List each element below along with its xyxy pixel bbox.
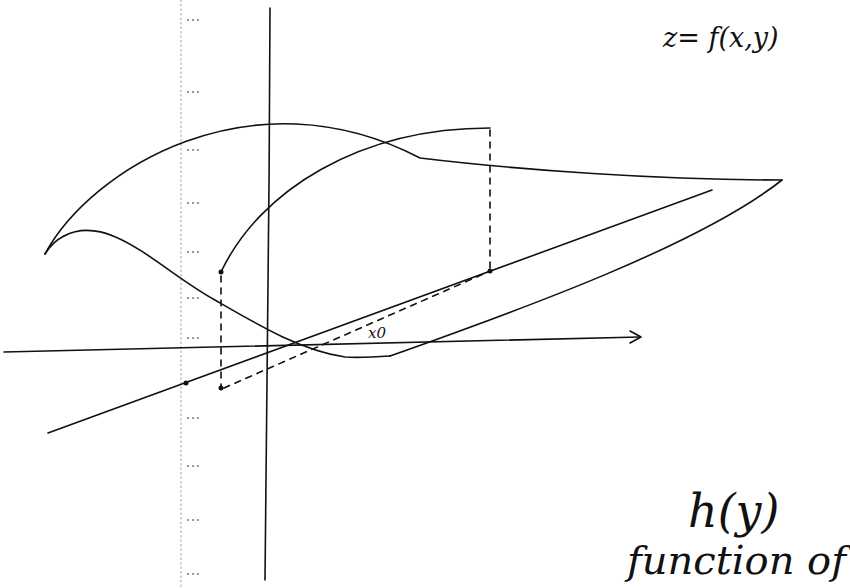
surface-bottom-edge: [390, 180, 782, 356]
x-axis-arrow: [630, 331, 641, 343]
point-label: x0: [368, 326, 386, 341]
surface-front-edge: [64, 230, 390, 357]
surface-equation: z= f(x,y): [663, 24, 779, 51]
slice-curve: [221, 128, 490, 272]
surface-top-edge: [45, 124, 782, 254]
y-axis: [48, 190, 712, 433]
dashed-base-line: [224, 272, 488, 388]
dashed-drop: [489, 130, 491, 270]
surface-left-tip: [45, 236, 64, 254]
x-axis: [4, 337, 640, 352]
dashed-drop: [220, 276, 222, 388]
note-text: function of: [627, 540, 846, 580]
points: [184, 269, 493, 391]
function-name: h(y): [688, 488, 780, 534]
dotted-margin: [181, 0, 182, 588]
margin-dots: [187, 19, 199, 575]
z-axis: [265, 8, 270, 580]
